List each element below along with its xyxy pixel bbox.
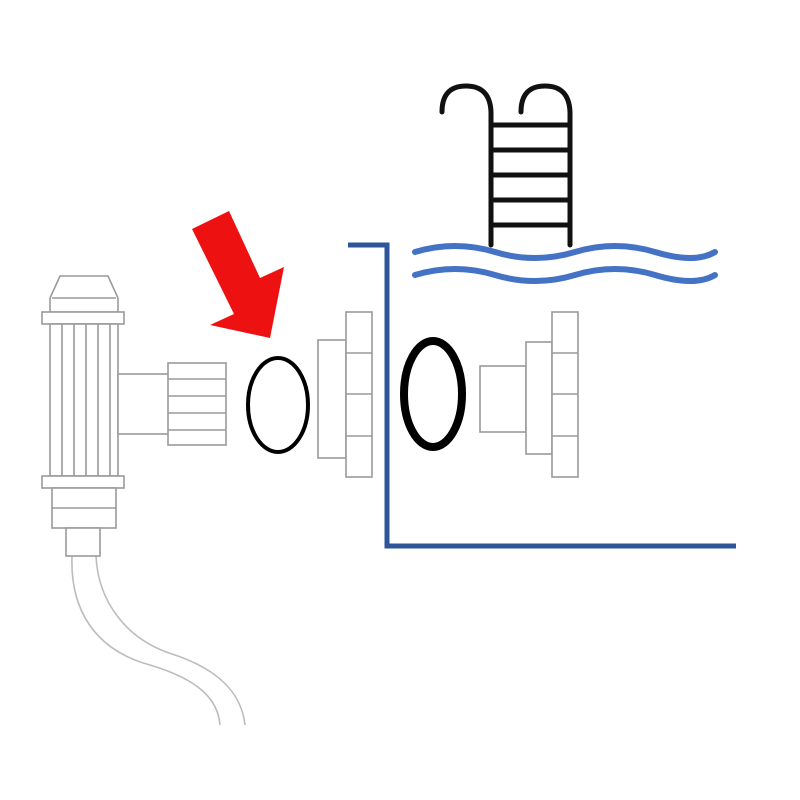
pool-wall (348, 242, 736, 549)
wall-fitting-flange (317, 311, 373, 478)
light-fixture-body (41, 275, 125, 557)
water-waves (412, 243, 718, 284)
cable-hose (71, 555, 246, 726)
red-arrow-icon (192, 211, 284, 338)
thin-o-ring-gasket (246, 356, 310, 454)
inner-lock-nut (479, 311, 579, 478)
fixture-threaded-connector (117, 362, 227, 446)
thick-o-ring-gasket (400, 337, 466, 451)
pool-ladder-icon (439, 83, 573, 248)
